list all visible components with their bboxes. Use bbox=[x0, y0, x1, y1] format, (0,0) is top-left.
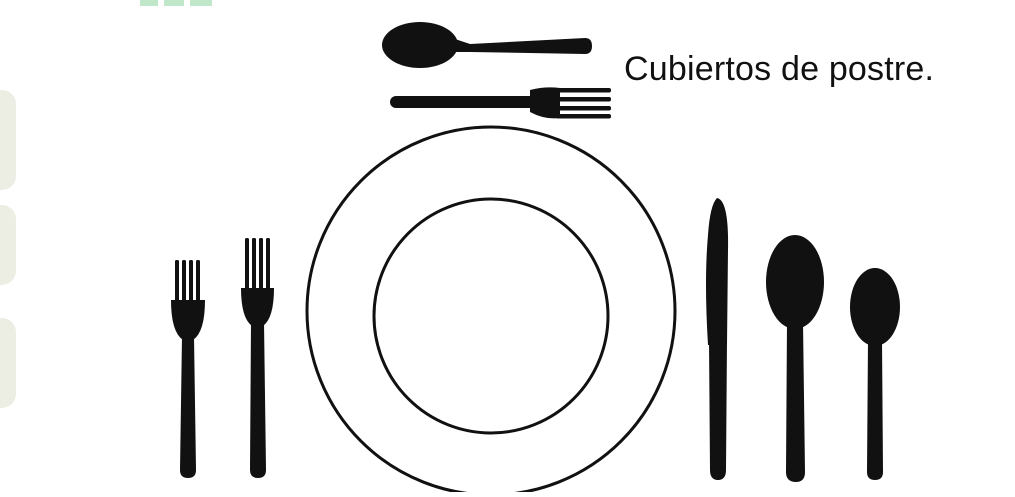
knife-icon bbox=[706, 198, 728, 480]
plate-icon bbox=[307, 127, 675, 492]
watermark-fragment bbox=[140, 0, 212, 6]
edge-blob-middle bbox=[0, 205, 16, 285]
edge-blob-top bbox=[0, 90, 16, 190]
spoon-icon bbox=[382, 22, 592, 68]
spoon-icon bbox=[850, 268, 900, 480]
fork-icon bbox=[390, 87, 611, 118]
dessert-cutlery-caption: Cubiertos de postre. bbox=[624, 50, 934, 89]
fork-icon bbox=[171, 260, 205, 478]
edge-blob-bottom bbox=[0, 318, 16, 408]
fork-icon bbox=[241, 238, 274, 478]
spoon-icon bbox=[766, 235, 824, 482]
